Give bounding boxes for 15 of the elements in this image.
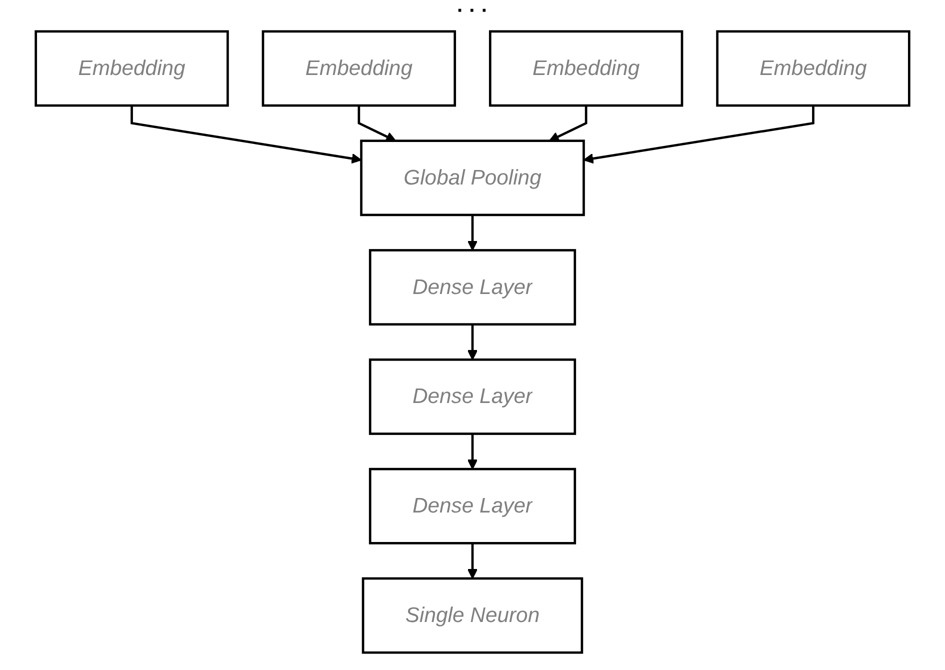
node-box: Single Neuron (362, 577, 584, 654)
node-box: Global Pooling (360, 140, 585, 216)
node-box: Embedding (262, 30, 456, 107)
arrow (467, 434, 478, 470)
node-box: Embedding (488, 30, 684, 107)
arrow (130, 106, 362, 164)
ellipsis-label: · · · (456, 0, 488, 23)
node-box: Embedding (34, 30, 229, 107)
arrow (467, 324, 478, 360)
arrow (583, 106, 814, 164)
arrow (548, 106, 588, 142)
node-box: Embedding (716, 30, 910, 107)
arrow (358, 106, 396, 142)
arrow (467, 214, 478, 251)
arrow (467, 543, 478, 579)
